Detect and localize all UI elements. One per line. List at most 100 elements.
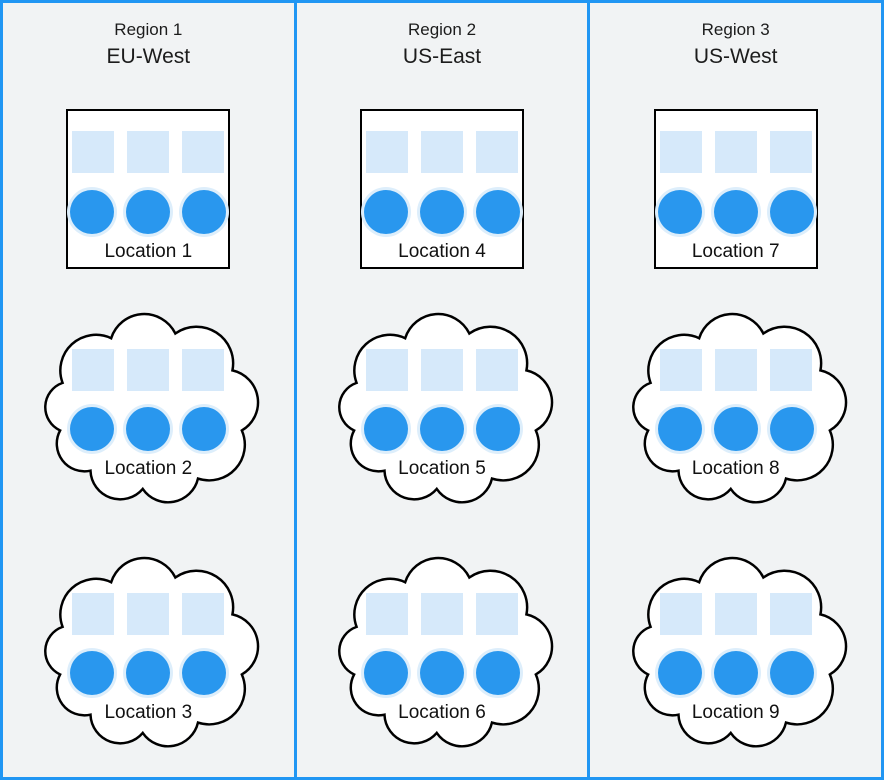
node-square-icon [72,349,115,391]
location-cloud: Location 9 [620,555,852,751]
node-square-icon [421,593,463,635]
node-dot-icon [420,651,464,695]
region-column-2: Region 2 US-East Location 4 [293,3,588,777]
node-square-row [659,593,812,635]
node-square-icon [127,349,170,391]
node-dot-icon [364,407,408,451]
node-dot-icon [126,651,171,695]
node-square-row [366,349,518,391]
node-square-icon [182,349,225,391]
location-datacenter-box: Location 4 [360,109,524,269]
region-name: Region 3 [701,20,770,39]
region-header: Region 3 US-West [694,18,778,71]
region-zone: US-East [402,45,482,68]
node-square-icon [72,593,115,635]
node-dot-icon [657,407,702,451]
location-label: Location 3 [104,702,193,723]
region-column-1: Region 1 EU-West Location 1 [3,3,294,777]
location-label: Location 2 [104,458,193,479]
node-dot-row [657,190,814,234]
node-square-icon [714,593,757,635]
region-header: Region 1 EU-West [107,18,191,71]
node-dot-icon [769,651,814,695]
node-dot-icon [182,407,227,451]
node-square-icon [714,131,757,173]
location-cloud: Location 8 [620,311,852,507]
node-square-icon [476,349,518,391]
node-square-row [659,349,812,391]
node-dot-icon [126,190,171,234]
node-dot-icon [657,651,702,695]
location-datacenter-box: Location 7 [653,109,818,269]
node-square-icon [421,349,463,391]
node-square-icon [476,593,518,635]
location-cloud: Location 2 [32,311,264,507]
node-dot-icon [713,651,758,695]
node-dot-icon [769,190,814,234]
node-dot-icon [70,651,115,695]
node-dot-row [657,651,814,695]
node-dot-icon [70,407,115,451]
node-dot-icon [126,407,171,451]
node-square-icon [72,131,115,173]
node-square-row [72,349,225,391]
node-dot-icon [476,407,520,451]
region-zone: EU-West [106,45,191,68]
node-dot-icon [182,651,227,695]
node-square-icon [366,131,408,173]
node-square-icon [127,593,170,635]
node-square-row [366,131,518,173]
node-dot-icon [713,190,758,234]
node-square-icon [182,131,225,173]
node-dot-icon [420,407,464,451]
node-square-icon [769,593,812,635]
node-dot-row [657,407,814,451]
node-dot-icon [182,190,227,234]
node-dot-icon [364,651,408,695]
node-square-icon [659,593,702,635]
location-cloud: Location 5 [326,311,558,507]
node-square-row [72,593,225,635]
node-square-icon [659,349,702,391]
location-datacenter-box: Location 1 [66,109,231,269]
node-square-icon [421,131,463,173]
node-dot-row [70,407,227,451]
node-dot-icon [420,190,464,234]
node-square-row [72,131,225,173]
location-label: Location 9 [691,702,780,723]
location-label: Location 5 [398,458,486,479]
node-dot-icon [70,190,115,234]
node-dot-row [364,190,520,234]
region-zone: US-West [693,45,778,68]
location-label: Location 1 [104,241,193,262]
node-dot-row [364,651,520,695]
node-square-icon [476,131,518,173]
node-square-icon [714,349,757,391]
node-square-row [366,593,518,635]
location-cloud: Location 3 [32,555,264,751]
node-dot-icon [657,190,702,234]
node-dot-icon [364,190,408,234]
node-dot-row [70,651,227,695]
node-dot-icon [476,190,520,234]
location-label: Location 4 [398,241,486,262]
node-square-icon [182,593,225,635]
location-label: Location 8 [691,458,780,479]
location-label: Location 6 [398,702,486,723]
region-column-3: Region 3 US-West Location 7 [587,3,881,777]
region-name: Region 1 [114,20,183,39]
node-dot-icon [476,651,520,695]
node-square-icon [659,131,702,173]
node-square-row [659,131,812,173]
region-name: Region 2 [407,20,477,39]
node-square-icon [366,349,408,391]
node-dot-row [70,190,227,234]
node-square-icon [127,131,170,173]
node-dot-icon [769,407,814,451]
node-square-icon [769,349,812,391]
node-dot-row [364,407,520,451]
location-label: Location 7 [691,241,780,262]
region-header: Region 2 US-East [403,18,481,71]
node-square-icon [769,131,812,173]
